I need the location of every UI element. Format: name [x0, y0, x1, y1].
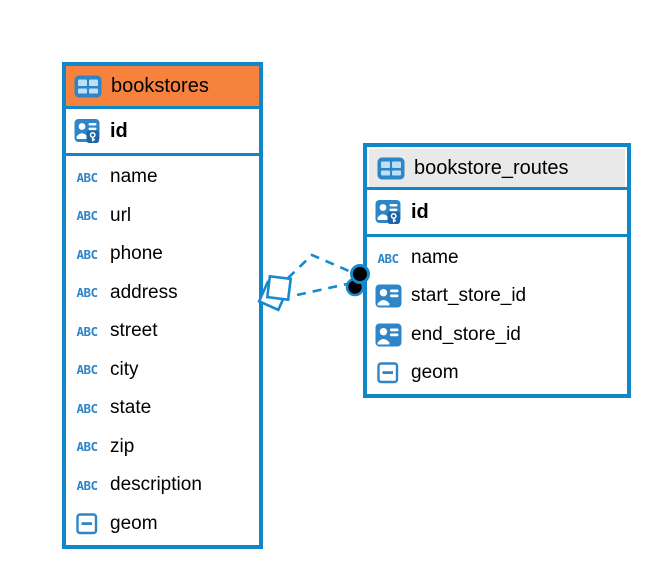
column-name: start_store_id — [411, 285, 527, 307]
relationship-line[interactable] — [296, 282, 348, 297]
divider — [66, 106, 259, 109]
column-row[interactable]: ABC name — [374, 239, 620, 277]
table-bookstores[interactable]: bookstores id ABC — [62, 62, 263, 549]
column-row[interactable]: ABC address — [73, 274, 252, 313]
column-row-pk[interactable]: id — [367, 190, 627, 234]
text-type-icon: ABC — [76, 400, 98, 416]
table-bookstore-routes[interactable]: bookstore_routes id — [363, 143, 631, 398]
text-type-icon: ABC — [76, 323, 98, 339]
column-name: description — [110, 474, 202, 496]
text-type-icon: ABC — [377, 250, 399, 266]
divider — [367, 187, 627, 190]
column-row-pk[interactable]: id — [66, 109, 259, 153]
column-name: address — [110, 281, 178, 303]
divider — [367, 234, 627, 237]
column-row[interactable]: geom — [374, 354, 620, 392]
column-name: state — [110, 397, 152, 419]
column-name: zip — [110, 435, 135, 457]
foreign-key-icon — [374, 284, 402, 308]
text-type-icon: ABC — [76, 208, 98, 224]
column-name: phone — [110, 243, 163, 265]
column-row[interactable]: ABC zip — [73, 428, 252, 467]
column-row[interactable]: ABC name — [73, 158, 252, 197]
table-icon — [377, 157, 405, 180]
column-list: ABC name start_store_id — [367, 237, 627, 394]
column-row[interactable]: ABC state — [73, 389, 252, 428]
primary-key-icon — [73, 118, 101, 144]
foreign-key-icon — [374, 323, 402, 347]
text-type-icon: ABC — [76, 362, 98, 378]
column-name: id — [411, 200, 429, 223]
column-name: street — [110, 320, 158, 342]
column-name: id — [110, 119, 128, 142]
column-name: name — [411, 247, 459, 269]
geometry-type-icon — [73, 513, 101, 535]
text-type-icon: ABC — [76, 477, 98, 493]
text-type-icon: ABC — [76, 285, 98, 301]
relationship-diamond-endpoint — [265, 274, 293, 302]
primary-key-icon — [374, 199, 402, 225]
column-name: city — [110, 358, 139, 380]
column-row[interactable]: ABC url — [73, 197, 252, 236]
text-type-icon: ABC — [76, 169, 98, 185]
table-bookstores-header[interactable]: bookstores — [66, 66, 259, 106]
table-bookstore-routes-header[interactable]: bookstore_routes — [369, 149, 625, 187]
column-row[interactable]: start_store_id — [374, 277, 620, 315]
text-type-icon: ABC — [76, 246, 98, 262]
column-row[interactable]: ABC street — [73, 312, 252, 351]
column-row[interactable]: ABC phone — [73, 235, 252, 274]
table-title: bookstore_routes — [414, 156, 569, 179]
column-row[interactable]: end_store_id — [374, 316, 620, 354]
column-name: geom — [110, 512, 158, 534]
column-row[interactable]: ABC description — [73, 466, 252, 505]
column-row[interactable]: geom — [73, 505, 252, 544]
column-row[interactable]: ABC city — [73, 351, 252, 390]
geometry-type-icon — [374, 362, 402, 384]
column-name: url — [110, 204, 132, 226]
relationship-circle-endpoint — [345, 277, 365, 297]
column-list: ABC name ABC url ABC phone ABC address A… — [66, 156, 259, 545]
column-name: name — [110, 166, 158, 188]
text-type-icon: ABC — [76, 439, 98, 455]
table-title: bookstores — [111, 74, 209, 97]
divider — [66, 153, 259, 156]
column-name: end_store_id — [411, 323, 521, 345]
table-icon — [74, 75, 102, 98]
relationship-line[interactable] — [287, 253, 350, 279]
column-name: geom — [411, 361, 459, 383]
relationship-diamond-endpoint — [257, 280, 289, 312]
